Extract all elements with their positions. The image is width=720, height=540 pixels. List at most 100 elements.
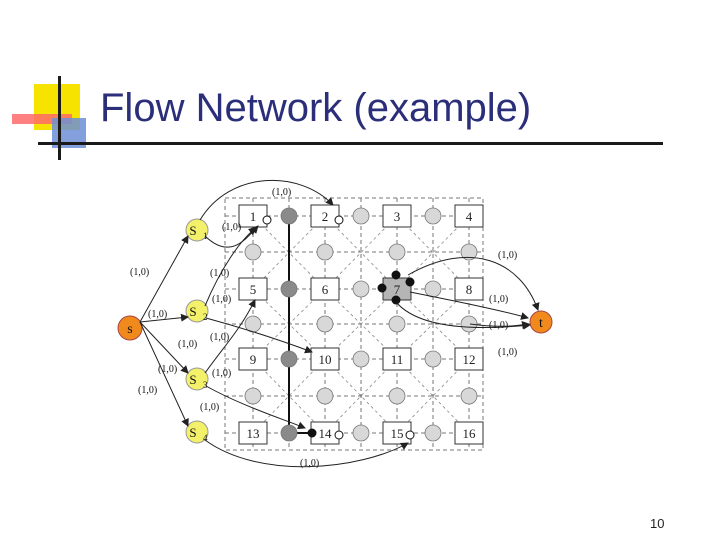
- grid-cell: [310, 277, 340, 301]
- cell-number: 1: [250, 209, 257, 224]
- capacity-label: (1,0): [498, 347, 517, 358]
- cell-number: 9: [250, 352, 257, 367]
- arc-s2-up: [204, 227, 257, 307]
- arc-s4-bottom: [204, 439, 409, 468]
- super-source-node: [185, 218, 209, 242]
- grid-node: [316, 243, 334, 261]
- grid-cell: [382, 347, 412, 371]
- grid-cell: [310, 347, 340, 371]
- arc-s3-down: [205, 385, 306, 430]
- capacity-label: (1,0): [130, 267, 149, 278]
- capacity-label: (1,0): [200, 402, 219, 413]
- grid-node: [424, 424, 442, 442]
- grid-node: [424, 280, 442, 298]
- capacity-label: (1,0): [489, 294, 508, 305]
- super-source-node: [185, 299, 209, 323]
- grid-cell: [382, 204, 412, 228]
- capacity-label: (1,0): [210, 268, 229, 279]
- grid-node: [424, 350, 442, 368]
- edge-s-to-superSource: [139, 321, 189, 427]
- grid-node: [388, 387, 406, 405]
- terminal-dot: [391, 270, 401, 280]
- arc-s3-up: [204, 299, 256, 374]
- super-source-node: [185, 367, 209, 391]
- capacity-label: (1,0): [178, 339, 197, 350]
- grid-diagonal: [252, 358, 326, 434]
- grid-diagonal: [252, 215, 326, 290]
- terminal-dot: [391, 295, 401, 305]
- cell-number: 6: [322, 282, 329, 297]
- arc-7-to-t-mid: [409, 291, 529, 320]
- capacity-label: (1,0): [489, 320, 508, 331]
- cell-number: 8: [466, 282, 473, 297]
- grid-node: [460, 387, 478, 405]
- grid-cell: [454, 277, 484, 301]
- terminal-dot: [405, 277, 415, 287]
- grid-node: [352, 207, 370, 225]
- grid-diagonal: [396, 215, 470, 290]
- cell-number: 2: [322, 209, 329, 224]
- super-source-label: S: [189, 425, 196, 440]
- grid-node: [280, 207, 298, 225]
- arc-s1-top: [199, 179, 334, 221]
- grid-node: [352, 280, 370, 298]
- capacity-label: (1,0): [210, 332, 229, 343]
- grid-diagonal: [396, 288, 470, 360]
- terminal-dot: [262, 215, 272, 225]
- grid-diagonal: [396, 358, 470, 434]
- grid-node: [460, 243, 478, 261]
- terminal-dot: [307, 428, 317, 438]
- grid-cell: [454, 347, 484, 371]
- grid-diagonal: [324, 288, 398, 360]
- grid-diagonal: [396, 358, 470, 434]
- super-source-label: S: [189, 372, 196, 387]
- cell-number: 15: [391, 426, 404, 441]
- arc-s2-down: [205, 317, 313, 354]
- grid-node: [316, 315, 334, 333]
- terminal-dot: [334, 215, 344, 225]
- logo-vertical-line: [58, 76, 61, 160]
- grid-border: [224, 197, 484, 451]
- super-source-label: S: [189, 223, 196, 238]
- edge-s-to-superSource: [139, 313, 189, 323]
- source-node: [117, 315, 143, 341]
- grid-cell: [238, 347, 268, 371]
- capacity-label: (1,0): [498, 250, 517, 261]
- grid-diagonal: [396, 215, 470, 290]
- logo-red-bar: [12, 114, 72, 124]
- capacity-label: (1,0): [158, 364, 177, 375]
- cell-number: 5: [250, 282, 257, 297]
- cell-number: 14: [319, 426, 333, 441]
- grid-node: [280, 424, 298, 442]
- page-number: 10: [650, 516, 665, 531]
- terminal-dot: [405, 430, 415, 440]
- capacity-label: (1,0): [138, 385, 157, 396]
- grid-diagonal: [324, 358, 398, 434]
- capacity-label: (1,0): [212, 294, 231, 305]
- grid-cell: [454, 204, 484, 228]
- cell-number: 7: [394, 282, 401, 297]
- grid-cell: [454, 421, 484, 445]
- cell-number: 3: [394, 209, 401, 224]
- grid-diagonal: [324, 215, 398, 290]
- edge-s-to-superSource: [139, 235, 189, 323]
- grid-node: [316, 387, 334, 405]
- arc-12-to-t: [469, 321, 530, 329]
- grid-node: [388, 315, 406, 333]
- title-underline: [38, 142, 663, 145]
- cell-number: 10: [319, 352, 332, 367]
- grid-node: [244, 387, 262, 405]
- grid-diagonal: [252, 215, 326, 290]
- grid-node: [460, 315, 478, 333]
- grid-diagonal: [324, 358, 398, 434]
- super-source-subscript: 3: [203, 380, 208, 390]
- source-label: s: [127, 322, 132, 337]
- grid-node: [352, 424, 370, 442]
- super-source-node: [185, 420, 209, 444]
- edge-s-to-superSource: [139, 321, 189, 374]
- grid-node: [280, 350, 298, 368]
- cell-number: 11: [391, 352, 404, 367]
- grid-node: [244, 243, 262, 261]
- arc-7-to-t-low: [395, 301, 531, 330]
